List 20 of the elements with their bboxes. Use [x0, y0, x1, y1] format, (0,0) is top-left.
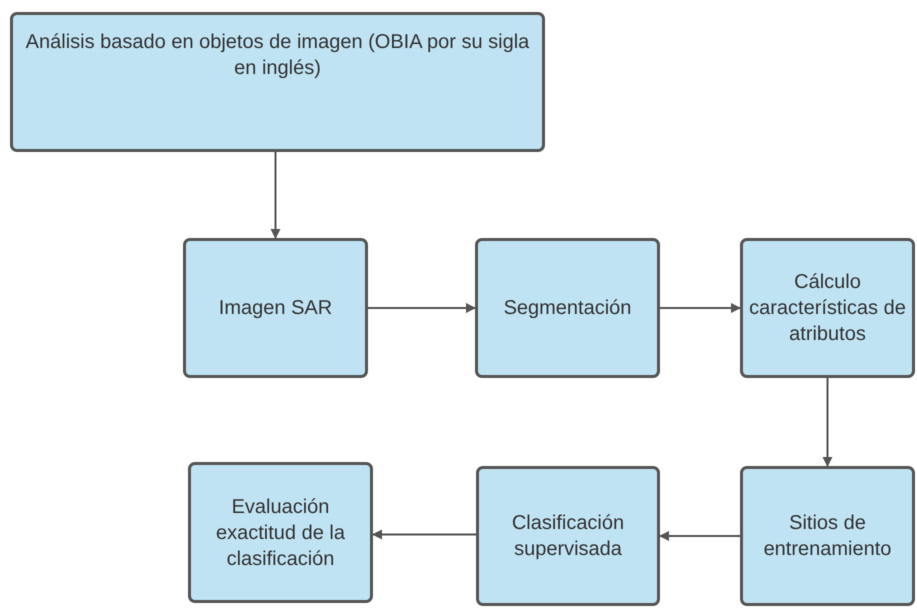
process-box [740, 466, 915, 606]
box-label: Imagen SAR [218, 296, 332, 321]
box-label: Sitios de entrenamiento [762, 511, 892, 562]
arrow [822, 378, 832, 467]
arrow [372, 530, 476, 540]
arrow [270, 152, 280, 239]
box-label: Evaluación exactitud de la clasificación [215, 494, 346, 572]
process-box [740, 238, 915, 378]
box-label: Segmentación [504, 296, 632, 321]
arrow [659, 531, 740, 541]
process-box [10, 12, 545, 152]
process-box [183, 238, 368, 378]
process-box [188, 462, 373, 603]
arrow [660, 303, 741, 313]
arrow [368, 303, 476, 313]
process-box [475, 238, 660, 378]
box-label: Análisis basado en objetos de imagen (OBIA por su sigla en inglés) [24, 30, 530, 81]
process-box [476, 466, 660, 606]
box-label: Cálculo características de atributos [749, 270, 906, 347]
box-label: Clasificación supervisada [510, 511, 626, 562]
